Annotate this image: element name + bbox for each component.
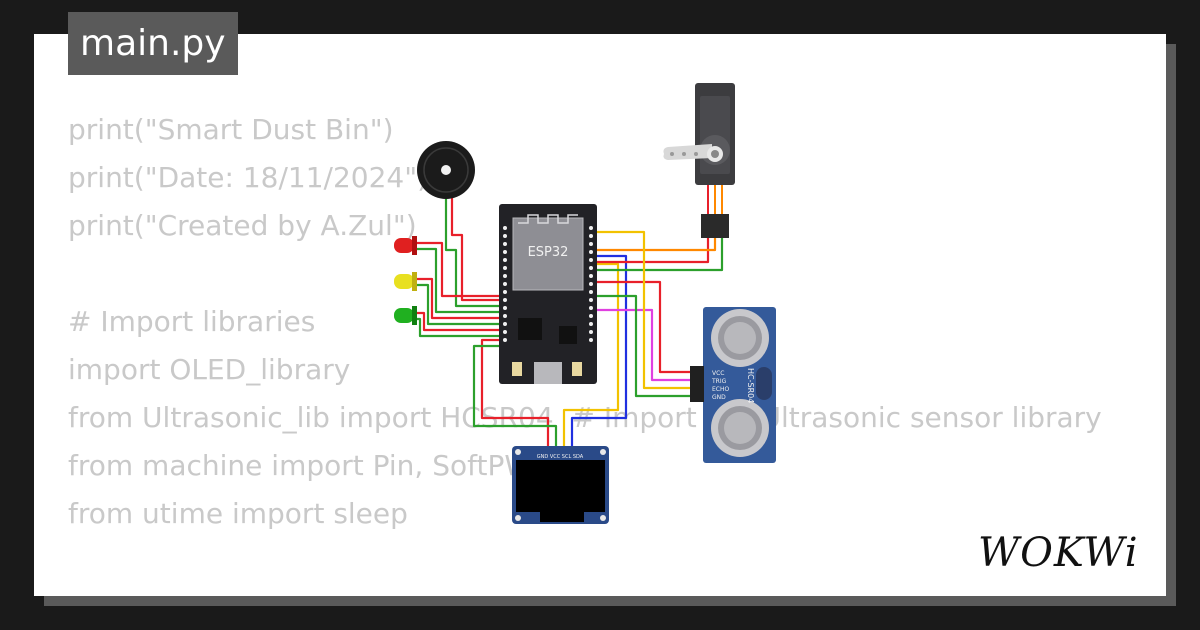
- code-line: from machine import Pin, SoftPWM: [68, 449, 557, 482]
- wire-servo-gnd[interactable]: [594, 237, 724, 272]
- code-line: from utime import sleep: [68, 497, 408, 530]
- led-yellow[interactable]: [394, 272, 417, 291]
- led-green[interactable]: [394, 306, 417, 325]
- file-tab[interactable]: main.py: [68, 12, 238, 75]
- code-line: from Ultrasonic_lib import HCSR04 # Impo…: [68, 401, 1102, 434]
- wire-led-green[interactable]: [416, 311, 501, 332]
- svg-text:WOKWi: WOKWi: [978, 530, 1139, 576]
- usb-port: [534, 362, 562, 384]
- wire-led-yellow-gnd[interactable]: [416, 283, 501, 326]
- wire-servo-power[interactable]: [594, 237, 710, 264]
- servo-motor[interactable]: [663, 83, 736, 238]
- wire-led-yellow[interactable]: [416, 277, 501, 320]
- wire-hcsr04-echo[interactable]: [594, 230, 690, 390]
- wire-oled-gnd[interactable]: [472, 344, 558, 448]
- code-line: print("Date: 18/11/2024"): [68, 161, 429, 194]
- hcsr04-pin-vcc: VCC: [712, 370, 724, 377]
- code-line: # Declaration for OLED: [68, 593, 395, 596]
- hcsr04-label: HC-SR04: [746, 368, 755, 403]
- wire-servo-signal[interactable]: [594, 237, 717, 252]
- esp32-board[interactable]: ESP32: [499, 204, 597, 384]
- wire-oled-vcc[interactable]: [480, 338, 550, 448]
- code-preview: print("Smart Dust Bin") print("Date: 18/…: [68, 106, 1102, 596]
- led-red[interactable]: [394, 236, 417, 255]
- wire-oled-sda[interactable]: [570, 254, 628, 448]
- esp32-label: ESP32: [528, 245, 569, 260]
- code-line: print("Smart Dust Bin"): [68, 113, 394, 146]
- wire-hcsr04-vcc[interactable]: [594, 280, 690, 374]
- wire-buzzer-gnd[interactable]: [444, 194, 501, 308]
- hcsr04-pin-trig: TRIG: [711, 378, 727, 385]
- buzzer[interactable]: [417, 141, 475, 199]
- simulation-canvas[interactable]: print("Smart Dust Bin") print("Date: 18/…: [34, 34, 1166, 596]
- ultrasonic-sensor[interactable]: VCC TRIG ECHO GND HC-SR04: [690, 307, 776, 463]
- wire-hcsr04-gnd[interactable]: [594, 294, 690, 398]
- oled-pin-labels: GND VCC SCL SDA: [537, 454, 584, 460]
- wokwi-logo: WOKWi: [978, 530, 1139, 576]
- code-line: print("Created by A.Zul"): [68, 209, 417, 242]
- oled-display[interactable]: GND VCC SCL SDA: [512, 446, 609, 524]
- code-line: import OLED_library: [68, 353, 351, 386]
- hcsr04-pin-echo: ECHO: [712, 386, 729, 393]
- wire-led-red-gnd[interactable]: [416, 247, 501, 314]
- code-line: # Import libraries: [68, 305, 316, 338]
- wire-led-red[interactable]: [416, 241, 501, 298]
- wire-hcsr04-trig[interactable]: [594, 308, 690, 382]
- wire-led-green-gnd[interactable]: [416, 317, 501, 338]
- servo-connector: [701, 214, 729, 238]
- wire-oled-scl[interactable]: [562, 262, 620, 448]
- wire-buzzer-signal[interactable]: [450, 194, 501, 302]
- hcsr04-pin-gnd: GND: [712, 394, 726, 401]
